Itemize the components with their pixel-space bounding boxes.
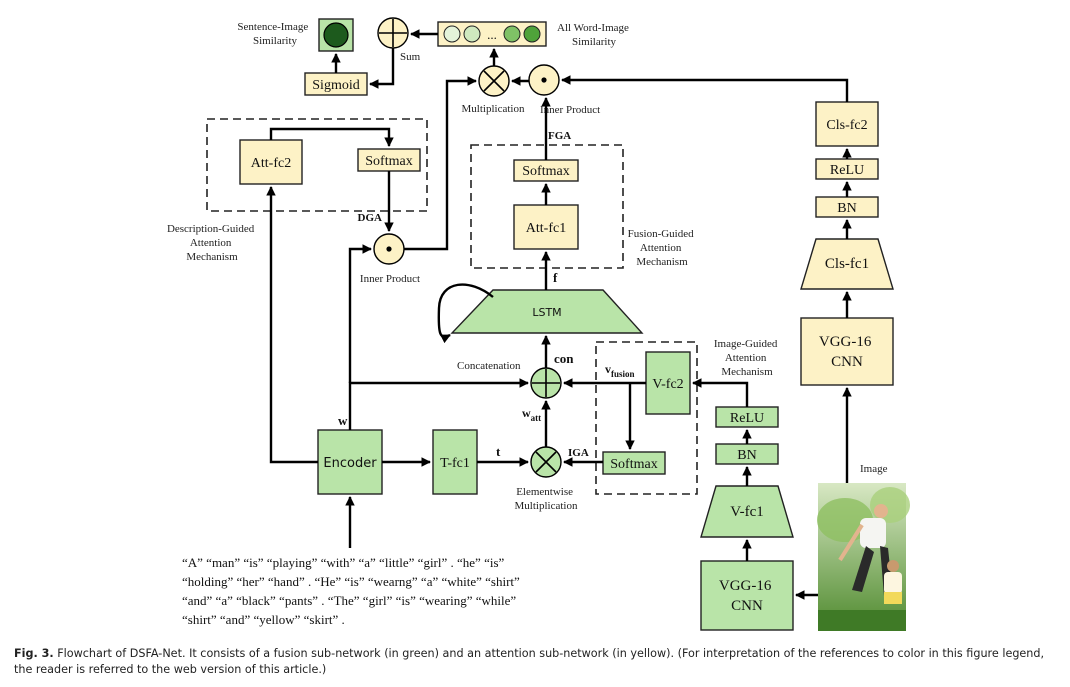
image-guided-attention-region [595,341,698,495]
vgg-bottom-box [700,560,794,631]
att-fc2-label: Att-fc2 [251,156,291,171]
input-photo [817,483,910,631]
multiplication-label: Multiplication [462,103,525,115]
multiplication-node [478,65,510,97]
inner-product-top-label: Inner Product [540,104,600,116]
connectors [266,29,852,600]
description-guided-attention-region [206,118,428,212]
sentence-image-similarity-output [318,18,354,52]
sentence-image-similarity-label: Sentence-Image Similarity [237,21,311,47]
figure-caption: Fig. 3. Flowchart of DSFA-Net. It consis… [14,646,1054,678]
cls-fc1-label: Cls-fc1 [825,256,869,272]
bn-top-label: BN [837,201,856,216]
bn-bottom-label: BN [737,448,756,463]
concatenation-node [530,367,562,399]
fga-label: FGA [548,130,571,142]
image-label: Image [860,463,888,475]
sentence-line: “holding” “her” “hand” . “He” “is” “wear… [182,574,520,589]
relu-top-label: ReLU [830,163,864,178]
w-label: w [338,413,348,428]
cls-fc2-label: Cls-fc2 [826,118,867,133]
att-fc1-label: Att-fc1 [526,221,566,236]
inner-product-node-mid [373,233,405,265]
t-fc1-label: T-fc1 [440,456,470,471]
word-image-ellipsis: ... [487,27,497,42]
con-label: con [554,351,574,366]
fusion-guided-label: Fusion-Guided Attention Mechanism [628,228,697,268]
v-fc1-block [700,485,794,538]
att-fc2-box [239,139,303,185]
lstm-block [450,289,644,334]
elementwise-multiplication-label: Elementwise Multiplication [515,486,578,512]
vgg-bottom-label: VGG-16 CNN [719,578,775,614]
sum-node [377,17,409,49]
w-att-label: watt [522,406,541,423]
softmax-iga-label: Softmax [610,457,657,472]
sentence-line: “A” “man” “is” “playing” “with” “a” “lit… [182,555,505,570]
vgg-top-label: VGG-16 CNN [819,334,875,370]
softmax-dga-label: Softmax [365,154,412,169]
encoder-label: Encoder [323,456,377,471]
caption-label: Fig. 3. [14,647,54,660]
relu-bottom-label: ReLU [730,411,764,426]
v-fc2-label: V-fc2 [652,377,683,392]
sentence-line: “and” “a” “black” “pants” . “The” “girl”… [182,593,516,608]
softmax-fga-label: Softmax [522,164,569,179]
sigmoid-label: Sigmoid [312,78,359,93]
f-label: f [553,270,558,285]
v-fc1-label: V-fc1 [730,504,764,520]
concatenation-label: Concatenation [457,360,521,372]
lstm-label: LSTM [532,306,561,319]
input-sentence: “A” “man” “is” “playing” “with” “a” “lit… [182,555,523,627]
iga-label: IGA [568,447,589,459]
description-guided-label: Description-Guided Attention Mechanism [167,223,257,263]
t-fc1-box [432,429,478,495]
v-fusion-label: vfusion [605,362,635,379]
sum-label: Sum [400,51,421,63]
vgg-top-box [800,317,894,386]
inner-product-mid-label: Inner Product [360,273,420,285]
lstm-recurrent-arrow [437,283,494,344]
t-label: t [496,444,501,459]
all-word-image-similarity-label: All Word-Image Similarity [557,22,632,48]
inner-product-node-top [528,64,560,96]
dga-label: DGA [358,212,383,224]
cls-fc1-block [800,238,894,290]
caption-text: Flowchart of DSFA-Net. It consists of a … [14,647,1045,676]
image-guided-label: Image-Guided Attention Mechanism [714,338,780,378]
sentence-line: “shirt” “and” “yellow” “skirt” . [182,612,345,627]
dsfa-net-flowchart: Sentence-Image Similarity Sum ... All Wo… [167,17,910,631]
elementwise-multiplication-node [530,446,562,478]
v-fc2-box [645,351,691,415]
